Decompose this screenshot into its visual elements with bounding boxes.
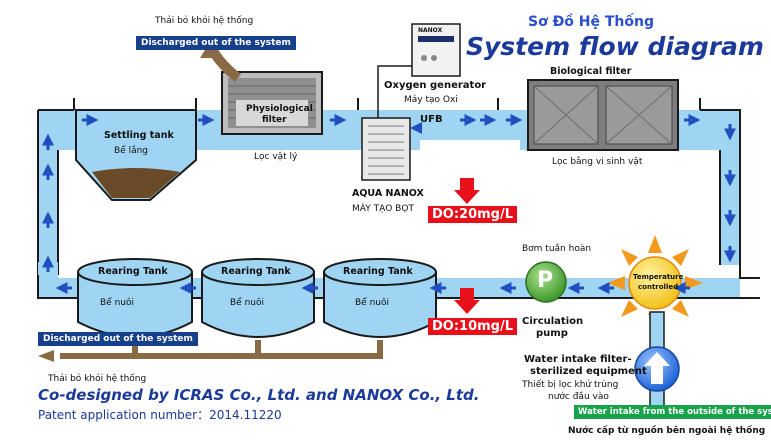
circulation-pump-label-2: pump — [536, 328, 568, 339]
intake-filter-label-2: sterilized equipment — [530, 366, 647, 377]
do-upper-arrow — [454, 178, 480, 204]
intake-filter-label-1: Water intake filter- — [524, 354, 632, 365]
top-discharge-arrow — [200, 45, 216, 58]
pump-p-symbol: P — [537, 268, 554, 293]
aqua-nanox-label: AQUA NANOX — [352, 188, 424, 199]
upper-channel-outline — [37, 110, 59, 275]
nanox-device-label: NANOX — [418, 27, 443, 34]
flow-arrows — [42, 114, 736, 294]
ufb-label: UFB — [420, 114, 443, 125]
temperature-label-1: Temperature — [633, 273, 684, 281]
water-intake-vn: Nước cấp từ nguồn bên ngoài hệ thống — [568, 426, 766, 436]
rearing-tank-1-label: Rearing Tank — [98, 266, 168, 277]
bottom-discharge-arrow — [38, 350, 54, 362]
bio-filter-vn: Lọc bằng vi sinh vật — [552, 157, 643, 167]
circulation-pump-circle — [525, 261, 567, 303]
oxygen-line — [377, 65, 412, 118]
intake-filter-vn-1: Thiết bị lọc khử trùng — [522, 380, 619, 390]
settling-tank-label: Settling tank — [104, 130, 174, 141]
rearing-tank-3-label: Rearing Tank — [343, 266, 413, 277]
title-vietnamese: Sơ Đồ Hệ Thống — [528, 14, 655, 30]
codesign-credit: Co-designed by ICRAS Co., Ltd. and NANOX… — [38, 386, 480, 404]
physio-filter-label-2: filter — [262, 115, 287, 125]
oxygen-generator-body — [411, 23, 461, 77]
bio-filter-label: Biological filter — [550, 66, 632, 77]
oxygen-generator-vn: Máy tạo Oxi — [404, 95, 458, 105]
intake-filter-vn-2: nước đầu vào — [548, 392, 609, 402]
circulation-pump-vn: Bơm tuần hoàn — [522, 244, 592, 254]
aqua-nanox-unit — [361, 117, 411, 181]
do-lower-value: DO:10mg/L — [428, 318, 518, 335]
discharge-top-tag: Discharged out of the system — [136, 36, 296, 50]
rearing-tank-2-label: Rearing Tank — [221, 266, 291, 277]
oxygen-generator-label: Oxygen generator — [384, 80, 487, 91]
temperature-label-2: controlled — [638, 283, 679, 291]
circulation-pump-label-1: Circulation — [522, 316, 584, 327]
rearing-tank-1-vn: Bể nuôi — [100, 298, 134, 308]
title-english: System flow diagram — [466, 32, 764, 61]
settling-tank-vn: Bể lắng — [114, 146, 149, 156]
aqua-nanox-vn: MÁY TẠO BỌT — [352, 204, 414, 214]
do-lower-arrow — [454, 288, 480, 314]
water-intake-bar: Water intake from the outside of the sys… — [574, 405, 771, 419]
physio-filter-label-1: Physiological — [246, 104, 313, 114]
physio-filter-vn: Lọc vật lý — [254, 152, 298, 162]
rearing-tank-3-shape — [323, 258, 437, 338]
rearing-tank-2-shape — [201, 258, 315, 338]
discharge-bottom-tag: Discharged out of the system — [38, 332, 198, 346]
discharge-top-vn: Thải bỏ khỏi hệ thống — [155, 16, 254, 26]
rearing-tank-3-vn: Bể nuôi — [355, 298, 389, 308]
water-intake-arrow-icon — [644, 352, 670, 384]
rearing-tank-2-vn: Bể nuôi — [230, 298, 264, 308]
discharge-bottom-vn: Thải bỏ khỏi hệ thống — [48, 374, 147, 384]
settling-sludge — [92, 168, 180, 198]
patent-number: Patent application number：2014.11220 — [38, 408, 282, 422]
do-upper-value: DO:20mg/L — [428, 206, 518, 223]
